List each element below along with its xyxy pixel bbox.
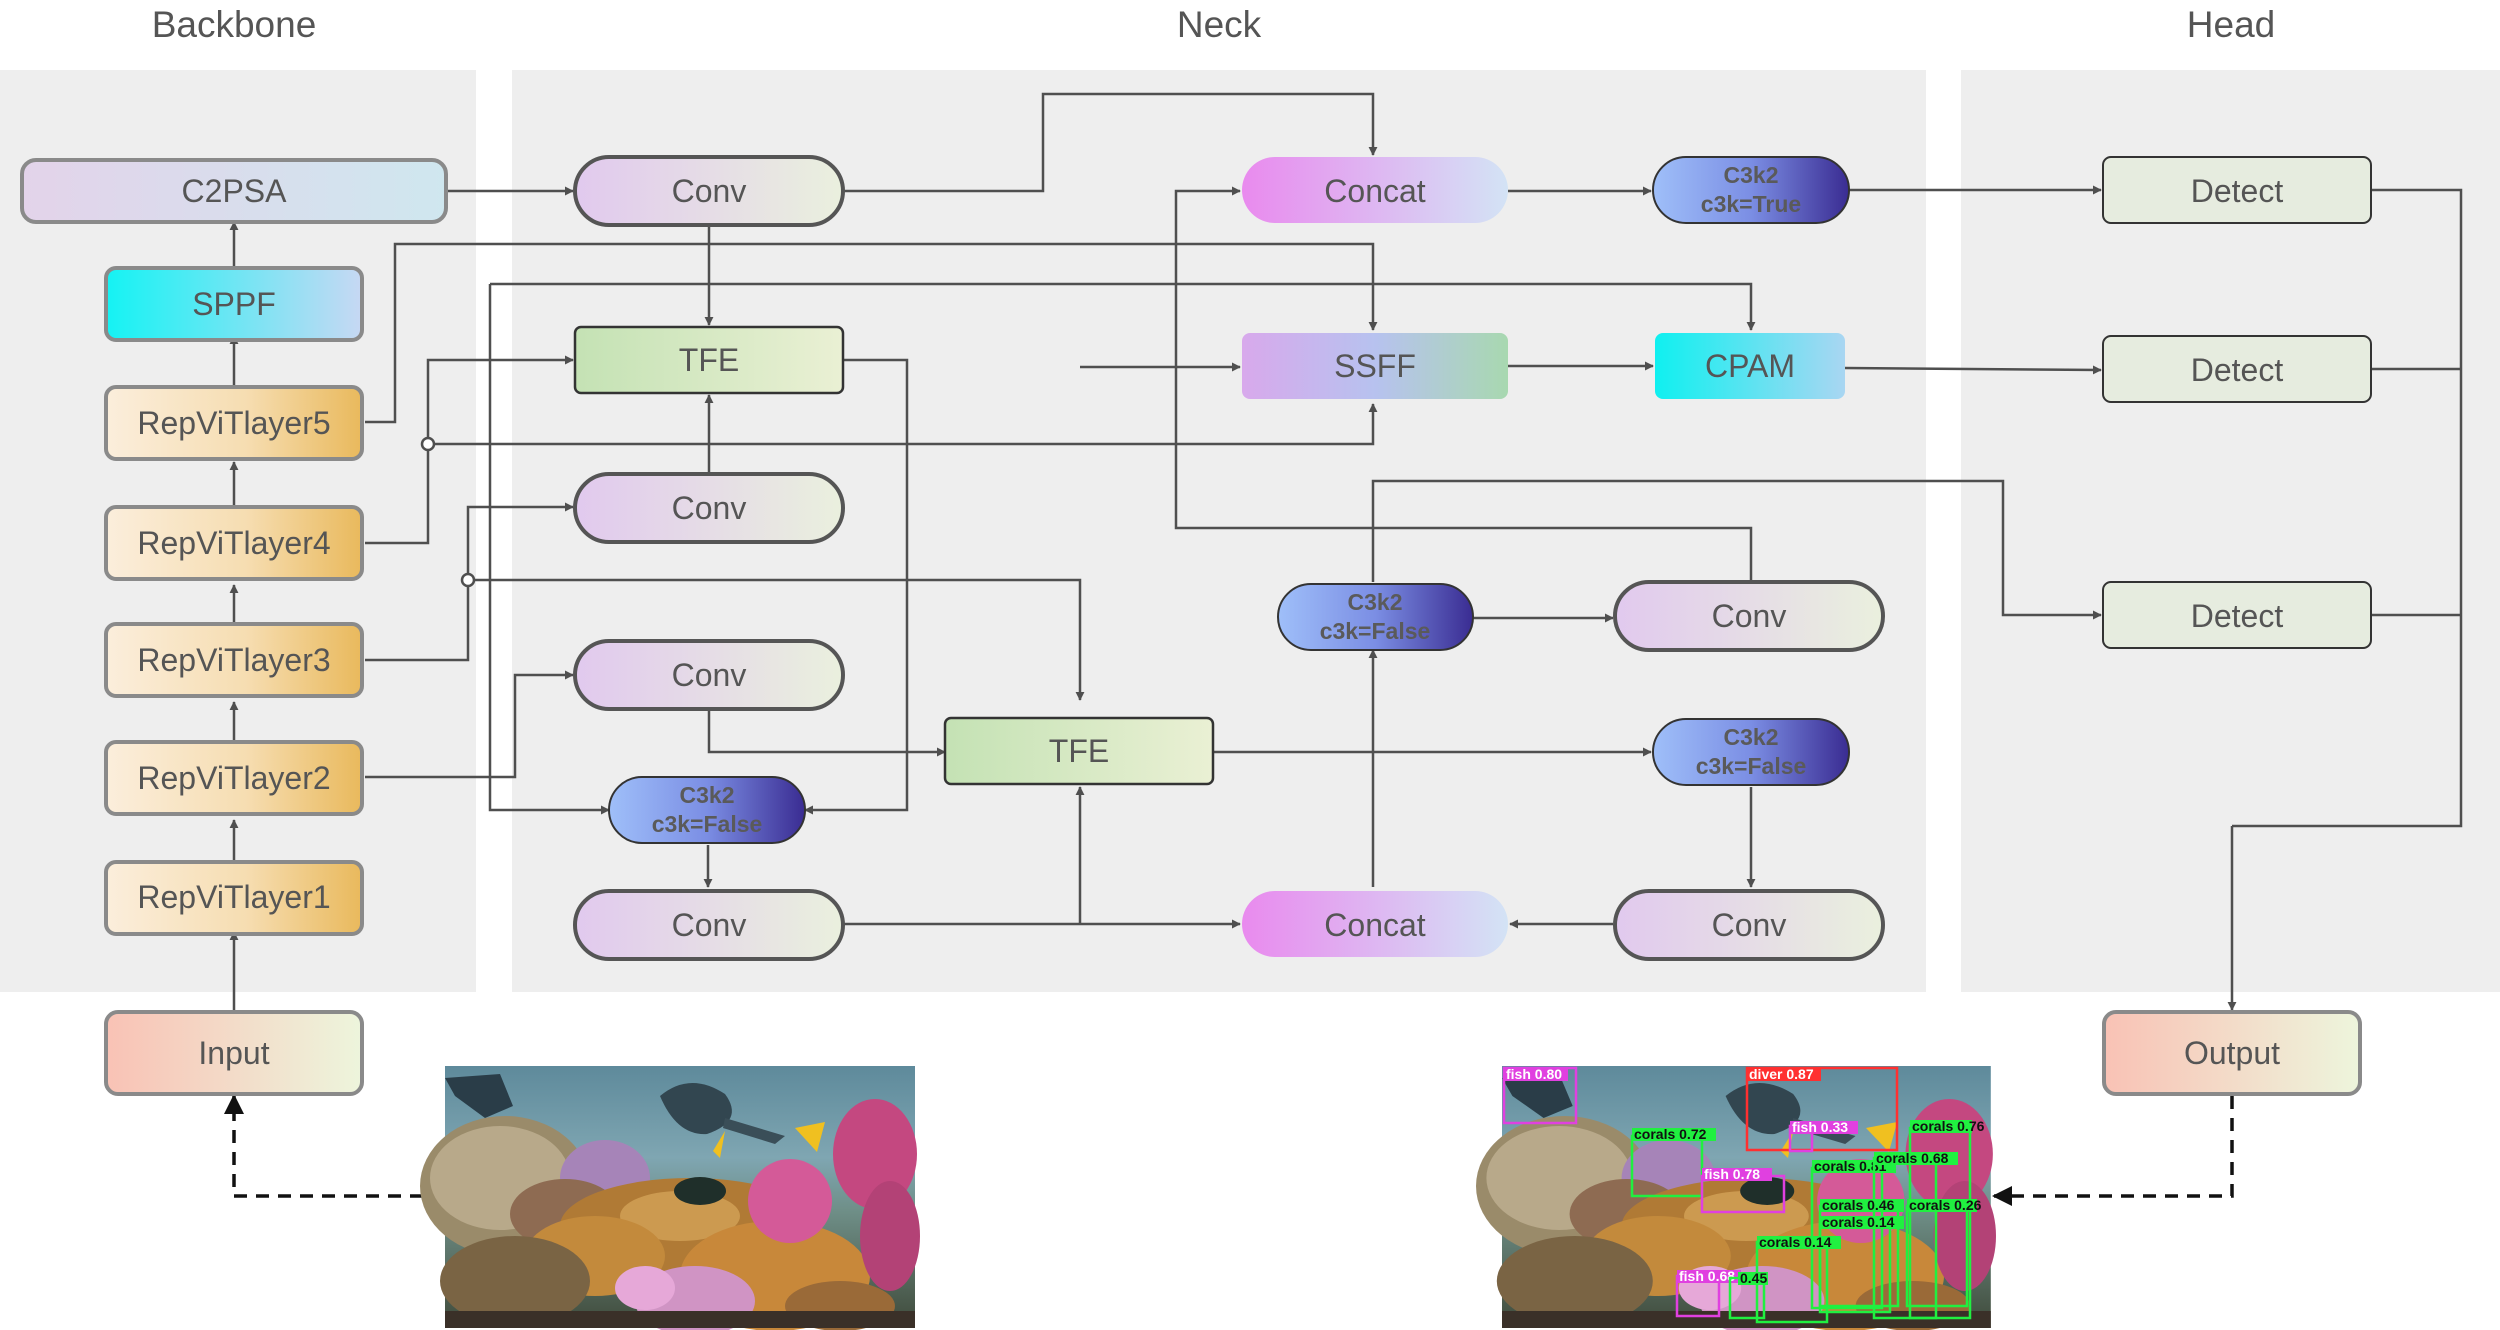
detection-label: corals 0.26 [1909,1197,1982,1213]
cpam-node: CPAM [1655,333,1845,399]
repvit-layer2-label: RepViTlayer2 [137,760,330,796]
repvit-layer3-label: RepViTlayer3 [137,642,330,678]
conv-label: Conv [672,907,747,943]
conv-node-4: Conv [573,889,845,961]
conv-node-1: Conv [573,155,845,227]
conv-node-6: Conv [1613,889,1885,961]
conv-node-2: Conv [573,472,845,544]
detection-label: corals 0.81 [1814,1158,1887,1174]
tfe-label: TFE [679,342,739,378]
input-label: Input [198,1035,269,1071]
input-image [420,1066,920,1330]
concat-node-bottom: Concat [1242,891,1508,957]
c3k2-node-true: C3k2 c3k=True [1652,156,1850,224]
tfe-node-1: TFE [573,325,845,395]
detection-label: fish 0.80 [1506,1066,1562,1082]
tfe-label: TFE [1049,733,1109,769]
cpam-label: CPAM [1705,348,1795,384]
repvit-layer5-node: RepViTlayer5 [104,385,364,461]
conv-node-3: Conv [573,639,845,711]
concat-label: Concat [1324,907,1426,943]
c3k2-node-2: C3k2 c3k=False [1277,583,1474,651]
tfe-node-2: TFE [943,716,1215,786]
input-image-link [224,1094,445,1198]
detect-node-1: Detect [2102,156,2372,224]
detection-label: fish 0.78 [1704,1166,1760,1182]
detection-label: fish 0.68 [1679,1268,1735,1284]
detect-node-3: Detect [2102,581,2372,649]
repvit-layer2-node: RepViTlayer2 [104,740,364,816]
detect-label: Detect [2191,352,2284,388]
detection-label: 0.45 [1740,1270,1767,1286]
conv-label: Conv [1712,598,1787,634]
conv-label: Conv [1712,907,1787,943]
detection-label: corals 0.14 [1759,1234,1832,1250]
c3k2-label: C3k2 [1348,589,1403,615]
output-image: fish 0.80 diver 0.87 fish 0.33 corals 0.… [1476,1066,1996,1330]
conv-label: Conv [672,490,747,526]
connections [229,92,2463,1011]
repvit-layer4-label: RepViTlayer4 [137,525,330,561]
repvit-layer1-node: RepViTlayer1 [104,860,364,936]
sppf-label: SPPF [192,286,276,322]
c3k-true-label: c3k=True [1701,191,1801,217]
c3k2-label: C3k2 [1724,724,1779,750]
repvit-layer1-label: RepViTlayer1 [137,879,330,915]
repvit-layer5-label: RepViTlayer5 [137,405,330,441]
repvit-layer3-node: RepViTlayer3 [104,622,364,698]
conv-label: Conv [672,657,747,693]
c2psa-label: C2PSA [182,173,288,209]
conv-label: Conv [672,173,747,209]
detection-label: corals 0.68 [1876,1150,1949,1166]
detection-label: corals 0.46 [1822,1197,1895,1213]
detection-label: corals 0.76 [1912,1118,1985,1134]
repvit-layer4-node: RepViTlayer4 [104,505,364,581]
detect-node-2: Detect [2102,335,2372,403]
concat-node-top: Concat [1242,157,1508,223]
c3k-false-label: c3k=False [1696,753,1807,779]
detect-label: Detect [2191,173,2284,209]
c3k-false-label: c3k=False [652,811,763,837]
neck-title: Neck [1177,4,1262,45]
detection-label: diver 0.87 [1749,1066,1814,1082]
detection-label: corals 0.72 [1634,1126,1707,1142]
head-title: Head [2187,4,2275,45]
detection-label: fish 0.33 [1792,1119,1848,1135]
ssff-label: SSFF [1334,348,1416,384]
detection-label: corals 0.14 [1822,1214,1895,1230]
input-node: Input [104,1010,364,1096]
c3k2-label: C3k2 [680,782,735,808]
c3k2-node-1: C3k2 c3k=False [608,776,806,844]
c3k2-node-3: C3k2 c3k=False [1652,718,1850,786]
detection-boxes: fish 0.80 diver 0.87 fish 0.33 corals 0.… [1502,1066,1985,1324]
ssff-node: SSFF [1242,333,1508,399]
concat-label: Concat [1324,173,1426,209]
output-node: Output [2102,1010,2362,1096]
c2psa-node: C2PSA [20,158,448,224]
detect-label: Detect [2191,598,2284,634]
output-image-link [1992,1096,2234,1206]
c3k2-label: C3k2 [1724,162,1779,188]
backbone-title: Backbone [152,4,317,45]
c3k-false-label: c3k=False [1320,618,1431,644]
conv-node-5: Conv [1613,580,1885,652]
sppf-node: SPPF [104,266,364,342]
output-label: Output [2184,1035,2280,1071]
